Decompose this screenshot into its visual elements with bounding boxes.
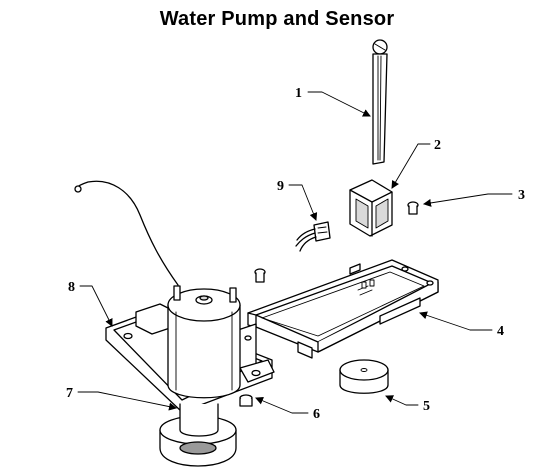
small-screw-part (254, 268, 266, 283)
leader-lines (77, 91, 513, 414)
water-pump-part (159, 285, 241, 467)
screw-part (407, 201, 419, 215)
callout-4: 4 (497, 324, 504, 339)
callout-2: 2 (434, 138, 441, 153)
float-disc-part (339, 359, 389, 394)
callout-3: 3 (518, 188, 525, 203)
callout-6: 6 (313, 407, 320, 422)
callout-8: 8 (68, 280, 75, 295)
wire-connector-part (295, 221, 331, 252)
callout-7: 7 (66, 386, 73, 401)
callout-labels: 1 2 3 4 5 6 7 8 9 (66, 86, 525, 422)
page-title: Water Pump and Sensor (159, 8, 395, 30)
callout-9: 9 (277, 179, 284, 194)
sensor-bracket-part (349, 179, 393, 237)
pump-bracket-plate-part (247, 259, 439, 359)
pump-wire (74, 180, 179, 286)
mounting-screw-part (239, 394, 253, 407)
callout-5: 5 (423, 399, 430, 414)
sensor-probe-part (372, 39, 388, 165)
callout-1: 1 (295, 86, 302, 101)
